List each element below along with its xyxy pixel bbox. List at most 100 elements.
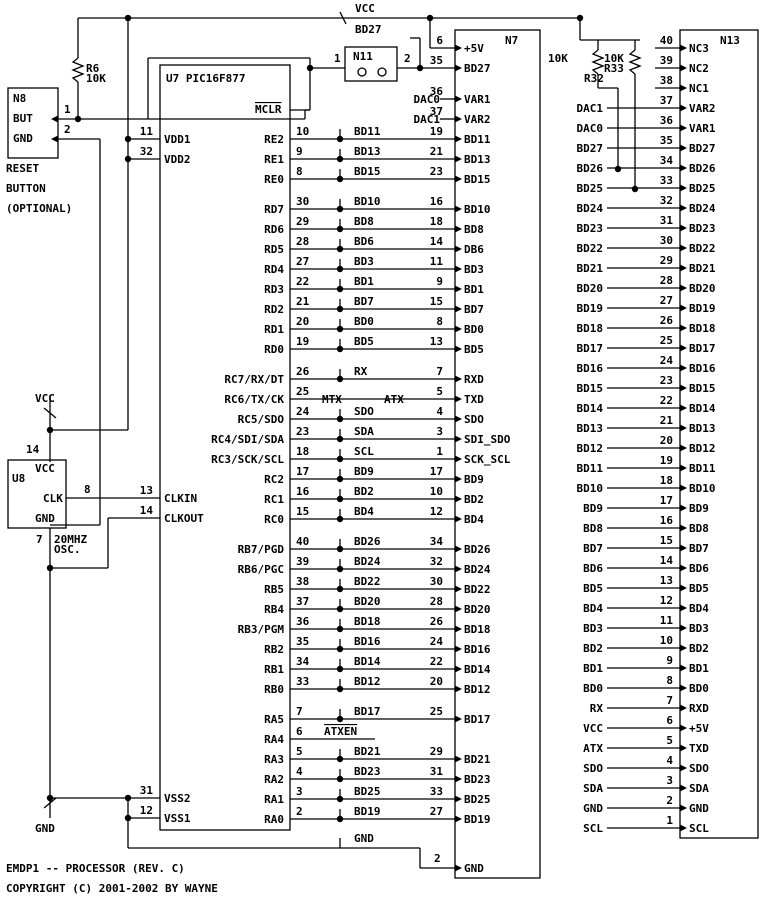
u7-right-pin-num: 18 xyxy=(296,445,309,458)
n7-pin-num: 1 xyxy=(436,445,443,458)
n8-caption-3: (OPTIONAL) xyxy=(6,202,72,215)
r33-name: R33 xyxy=(604,62,624,75)
n7-pin-label: BD21 xyxy=(464,753,491,766)
n7-pin-label: BD22 xyxy=(464,583,491,596)
u7-right-pin-label: RB5 xyxy=(264,583,284,596)
u7-right-pin-label: RC6/TX/CK xyxy=(224,393,284,406)
vcc-top-label: VCC xyxy=(355,2,375,15)
n13-pin-label: BD18 xyxy=(689,322,716,335)
n13-pin-num: 21 xyxy=(660,414,674,427)
n13-pin-num: 37 xyxy=(660,94,673,107)
n13-pin-num: 31 xyxy=(660,214,674,227)
n13-pin-label: SDO xyxy=(689,762,709,775)
u7-right-pin-label: RD2 xyxy=(264,303,284,316)
u8-pin-clk: CLK xyxy=(43,492,63,505)
r6-name: R6 xyxy=(86,62,100,75)
n13-pin-num: 12 xyxy=(660,594,673,607)
n13-pin-label: BD0 xyxy=(689,682,709,695)
n7-pin-num: 24 xyxy=(430,635,444,648)
n13-pin-label: BD20 xyxy=(689,282,716,295)
u7-chip: U7 PIC16F877 MCLR VDD111VDD232CLKIN13CLK… xyxy=(140,64,291,831)
pin-arrow xyxy=(680,664,687,672)
u7-right-pin-num: 30 xyxy=(296,195,309,208)
n7-top-pin-num: 37 xyxy=(430,105,443,118)
n13-pin-num: 32 xyxy=(660,194,673,207)
n7-pin-label: BD11 xyxy=(464,133,491,146)
n11-jumper: 1 N11 2 BD27 xyxy=(147,23,455,119)
n13-pin-label: BD25 xyxy=(689,182,716,195)
n13-pin-label: NC2 xyxy=(689,62,709,75)
u7-right-pin-num: 23 xyxy=(296,425,309,438)
pin-arrow xyxy=(455,265,462,273)
n13-pin-label: VAR1 xyxy=(689,122,716,135)
n7-pin-num: 31 xyxy=(430,765,444,778)
net-label: BD3 xyxy=(354,255,374,268)
n7-pin-num: 20 xyxy=(430,675,443,688)
n13-pin-label: BD22 xyxy=(689,242,716,255)
pin-arrow xyxy=(680,564,687,572)
n13-pin-num: 28 xyxy=(660,274,673,287)
n7-top-pin-num: 36 xyxy=(430,85,444,98)
u7-right-pin-label: RB6/PGC xyxy=(238,563,284,576)
r32-value: 10K xyxy=(548,52,568,65)
n8-caption-1: RESET xyxy=(6,162,39,175)
u8-caption-1: 20MHZ xyxy=(54,533,87,546)
gnd-bus-label: GND xyxy=(354,832,374,845)
r6-resistor: R6 10K xyxy=(71,18,106,123)
n7-pin-num: 33 xyxy=(430,785,443,798)
pin-arrow xyxy=(680,344,687,352)
n13-pin-label: BD13 xyxy=(689,422,716,435)
pin-arrow xyxy=(680,144,687,152)
n13-net-label: BD2 xyxy=(583,642,603,655)
net-label: BD4 xyxy=(354,505,374,518)
n7-top-pin-label: +5V xyxy=(464,42,484,55)
u7-right-pin-label: RA2 xyxy=(264,773,284,786)
u7-right-pin-label: RD6 xyxy=(264,223,284,236)
pin-arrow xyxy=(455,665,462,673)
n13-pin-label: +5V xyxy=(689,722,709,735)
n13-pin-label: BD23 xyxy=(689,222,716,235)
u7-right-pin-label: RC2 xyxy=(264,473,284,486)
pin-arrow xyxy=(680,584,687,592)
pin-arrow xyxy=(455,325,462,333)
pin-arrow xyxy=(455,475,462,483)
net-label: BD26 xyxy=(354,535,381,548)
n7-gnd-label: GND xyxy=(464,862,484,875)
n7-pin-label: BD17 xyxy=(464,713,491,726)
n13-net-label: BD23 xyxy=(577,222,604,235)
u7-right-pin-num: 29 xyxy=(296,215,309,228)
n13-pin-num: 6 xyxy=(666,714,673,727)
n7-pin-num: 13 xyxy=(430,335,443,348)
n13-pin-label: BD12 xyxy=(689,442,716,455)
n13-name: N13 xyxy=(720,34,740,47)
pin-arrow xyxy=(680,84,687,92)
u7-right-pin-num: 20 xyxy=(296,315,309,328)
n13-pin-label: BD11 xyxy=(689,462,716,475)
net-label: BD1 xyxy=(354,275,374,288)
pin-arrow xyxy=(455,135,462,143)
n8-pin-but: BUT xyxy=(13,112,33,125)
u7-left-pin-label: VDD2 xyxy=(164,153,191,166)
u7-right-pin-label: RC7/RX/DT xyxy=(224,373,284,386)
n13-net-label: BD27 xyxy=(577,142,604,155)
n13-pin-num: 16 xyxy=(660,514,674,527)
n7-pin-label: TXD xyxy=(464,393,484,406)
u7-right-pin-num: 25 xyxy=(296,385,309,398)
n13-pin-label: BD7 xyxy=(689,542,709,555)
pin-arrow xyxy=(455,545,462,553)
